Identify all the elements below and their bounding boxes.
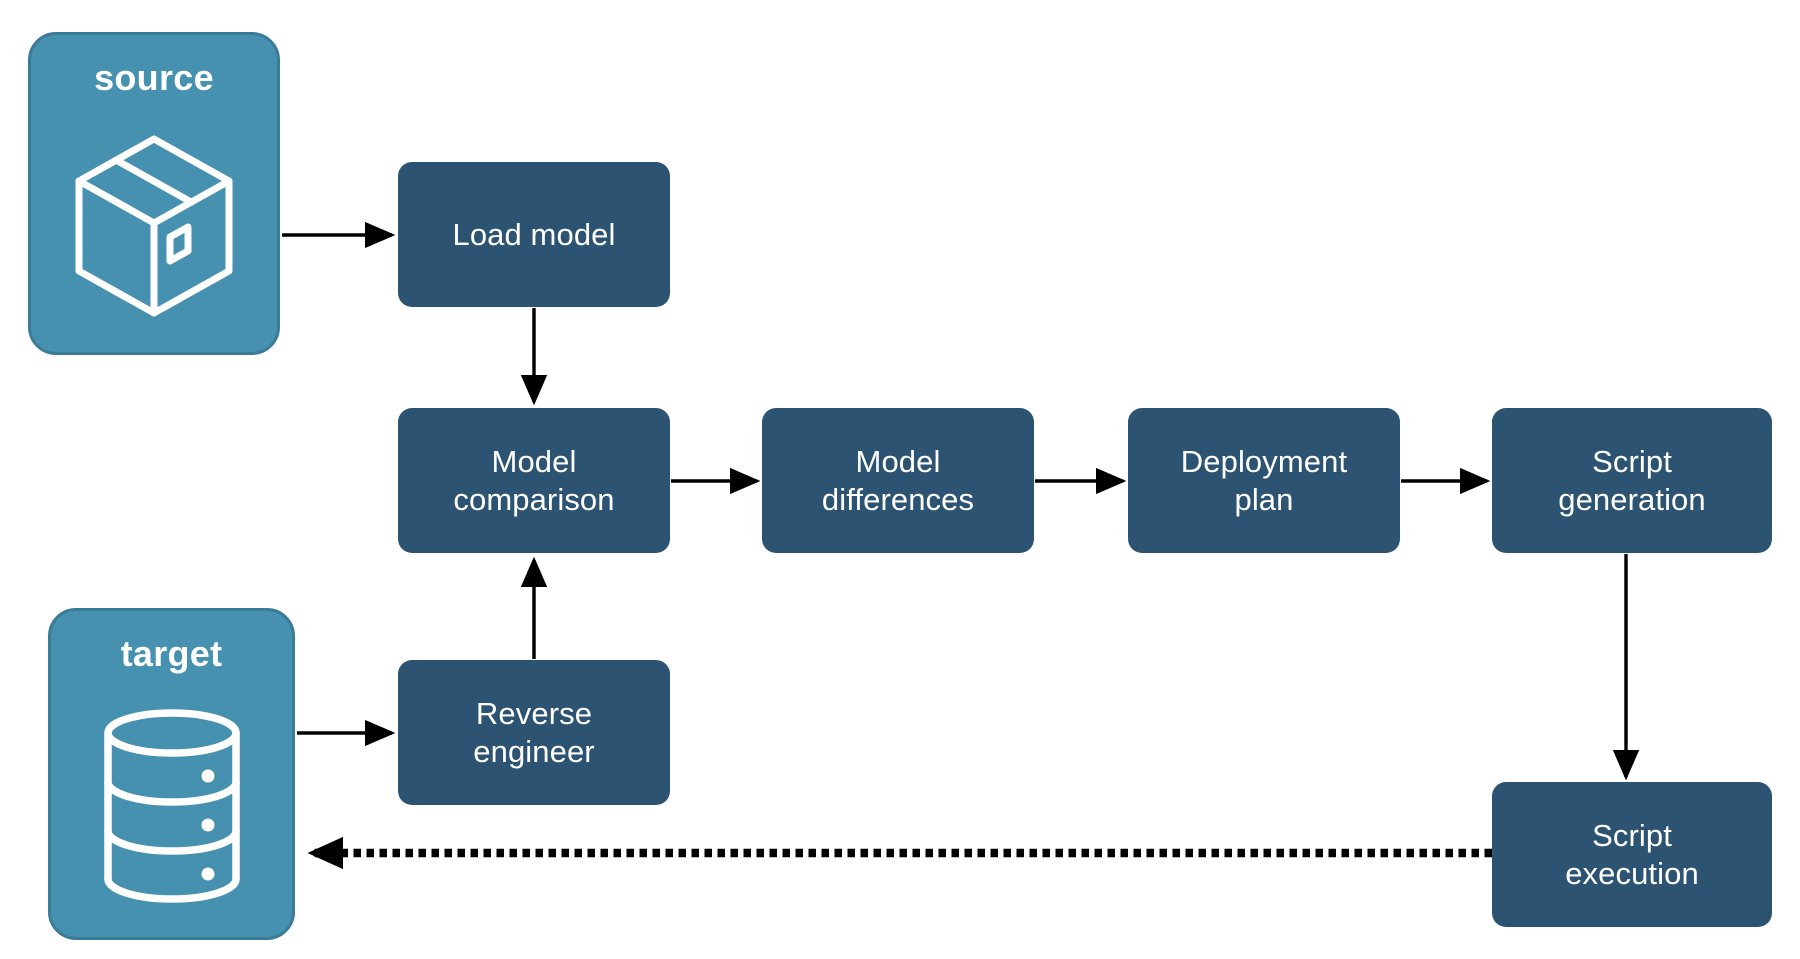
node-script-generation[interactable]: Script generation <box>1492 408 1772 553</box>
node-load-model[interactable]: Load model <box>398 162 670 307</box>
node-target[interactable]: target <box>48 608 295 940</box>
node-deployment-plan[interactable]: Deployment plan <box>1128 408 1400 553</box>
node-model-comparison-label: Model comparison <box>453 443 615 517</box>
node-model-differences[interactable]: Model differences <box>762 408 1034 553</box>
node-model-differences-label: Model differences <box>821 443 975 517</box>
node-deployment-plan-label: Deployment plan <box>1180 443 1348 517</box>
node-source[interactable]: source <box>28 32 280 355</box>
node-reverse-engineer-label: Reverse engineer <box>473 695 595 769</box>
node-target-label: target <box>120 633 223 674</box>
node-script-execution-label: Script execution <box>1565 817 1699 891</box>
node-reverse-engineer[interactable]: Reverse engineer <box>398 660 670 805</box>
node-script-generation-label: Script generation <box>1558 443 1706 517</box>
database-cylinder-icon <box>51 675 292 937</box>
package-box-icon <box>31 99 277 352</box>
node-model-comparison[interactable]: Model comparison <box>398 408 670 553</box>
node-source-label: source <box>94 57 214 98</box>
node-load-model-label: Load model <box>452 216 616 252</box>
node-script-execution[interactable]: Script execution <box>1492 782 1772 927</box>
